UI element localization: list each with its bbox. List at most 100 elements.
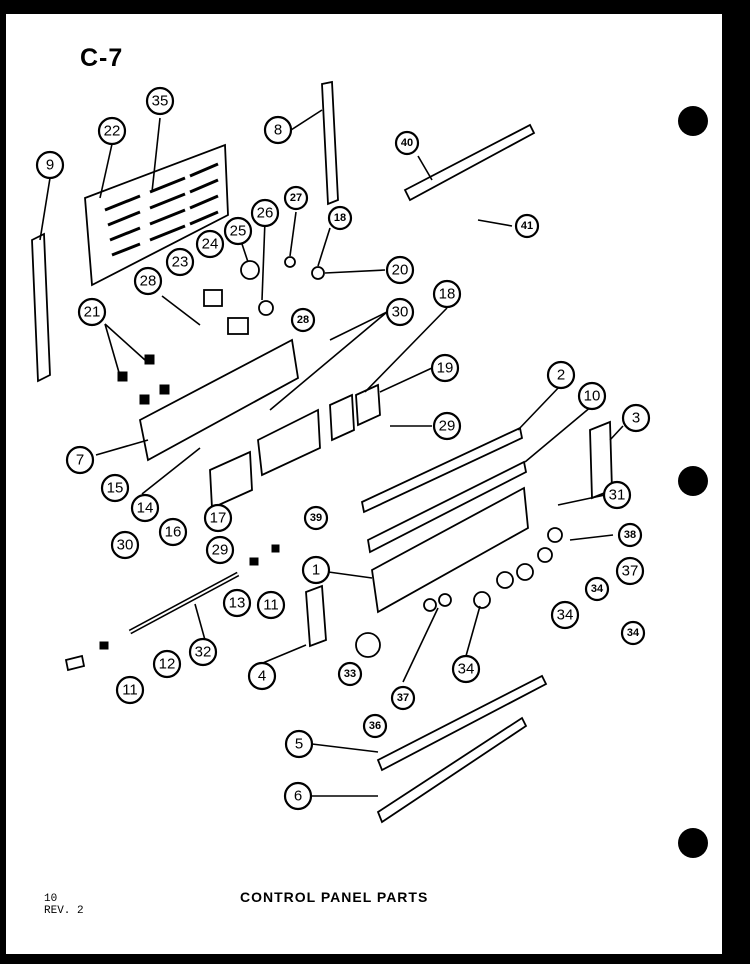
part-switch-25 [240, 260, 260, 280]
callout-number: 20 [392, 262, 409, 279]
callout-5: 5 [284, 729, 314, 759]
callout-8: 8 [263, 115, 293, 145]
part-plate-18 [329, 393, 355, 442]
leader-lines [39, 109, 624, 797]
revision-label: REV. 2 [44, 905, 84, 917]
callout-36: 36 [362, 713, 388, 739]
callout-11: 11 [115, 675, 145, 705]
callout-circle [327, 205, 353, 231]
part-knob-27 [284, 256, 296, 268]
callout-38: 38 [617, 522, 643, 548]
callout-2: 2 [546, 360, 576, 390]
callout-13: 13 [222, 588, 252, 618]
callout-circle [223, 216, 253, 246]
binder-hole-bottom [678, 828, 708, 858]
callout-number: 25 [230, 223, 247, 240]
callout-circle [263, 115, 293, 145]
callout-33: 33 [337, 661, 363, 687]
callout-number: 30 [392, 304, 409, 321]
callout-circle [283, 185, 309, 211]
callout-34: 34 [584, 576, 610, 602]
callout-number: 34 [557, 607, 574, 624]
callout-circle [617, 522, 643, 548]
callout-circle [222, 588, 252, 618]
callout-number: 2 [557, 367, 565, 384]
callout-circle [256, 590, 286, 620]
callout-number: 13 [229, 595, 246, 612]
part-clip-11a [271, 544, 280, 553]
callout-number: 12 [159, 656, 176, 673]
part-knob-c [473, 591, 491, 609]
callout-28: 28 [133, 266, 163, 296]
callout-11: 11 [256, 590, 286, 620]
callout-3: 3 [621, 403, 651, 433]
callout-1: 1 [301, 555, 331, 585]
callout-number: 41 [521, 220, 533, 232]
page-code: C-7 [80, 44, 124, 72]
callout-circle [337, 661, 363, 687]
callout-number: 34 [591, 583, 604, 595]
part-clip-1 [117, 371, 128, 382]
callout-circle [110, 530, 140, 560]
callout-circle [290, 307, 316, 333]
callout-circle [152, 649, 182, 679]
callout-26: 26 [250, 198, 280, 228]
callout-40: 40 [394, 130, 420, 156]
callout-12: 12 [152, 649, 182, 679]
callout-number: 36 [369, 720, 381, 732]
part-switch-24 [227, 317, 249, 335]
callout-34: 34 [620, 620, 646, 646]
callout-circle [97, 116, 127, 146]
part-main-control-panel [371, 486, 529, 614]
callout-circle [451, 654, 481, 684]
callout-circle [385, 255, 415, 285]
callout-number: 23 [172, 254, 189, 271]
part-clip-13 [249, 557, 259, 566]
callout-number: 37 [397, 692, 409, 704]
callout-39: 39 [303, 505, 329, 531]
callout-10: 10 [577, 381, 607, 411]
part-bracket [403, 123, 536, 202]
callout-circle [65, 445, 95, 475]
callout-number: 35 [152, 93, 169, 110]
callout-number: 11 [263, 597, 279, 614]
callout-circle [577, 381, 607, 411]
callout-number: 22 [104, 123, 121, 140]
callout-number: 1 [312, 562, 320, 579]
callout-circle [362, 713, 388, 739]
callout-number: 18 [439, 286, 456, 303]
callout-circle [195, 229, 225, 259]
callout-circle [247, 661, 277, 691]
callout-32: 32 [188, 637, 218, 667]
callout-circle [621, 403, 651, 433]
callout-number: 3 [632, 410, 640, 427]
callout-number: 31 [609, 487, 626, 504]
callout-number: 17 [210, 510, 227, 527]
page-number: 10 [44, 893, 58, 905]
callout-number: 15 [107, 480, 124, 497]
callout-circle [188, 637, 218, 667]
callout-24: 24 [195, 229, 225, 259]
callout-14: 14 [130, 493, 160, 523]
part-trim-strip-10 [367, 460, 528, 554]
page-title: CONTROL PANEL PARTS [240, 889, 429, 905]
callout-18: 18 [432, 279, 462, 309]
callout-circle [620, 620, 646, 646]
callout-circle [133, 266, 163, 296]
callout-circle [203, 503, 233, 533]
callout-number: 27 [290, 192, 302, 204]
callout-circle [385, 297, 415, 327]
callout-number: 34 [627, 627, 640, 639]
callout-9: 9 [35, 150, 65, 180]
callout-number: 40 [401, 137, 413, 149]
callout-number: 8 [274, 122, 282, 139]
part-trim-strip-2 [360, 426, 524, 514]
callout-35: 35 [145, 86, 175, 116]
callout-37: 37 [390, 685, 416, 711]
part-knob-d [537, 547, 553, 563]
part-rail-5 [376, 674, 548, 772]
callout-circle [100, 473, 130, 503]
callout-19: 19 [430, 353, 460, 383]
